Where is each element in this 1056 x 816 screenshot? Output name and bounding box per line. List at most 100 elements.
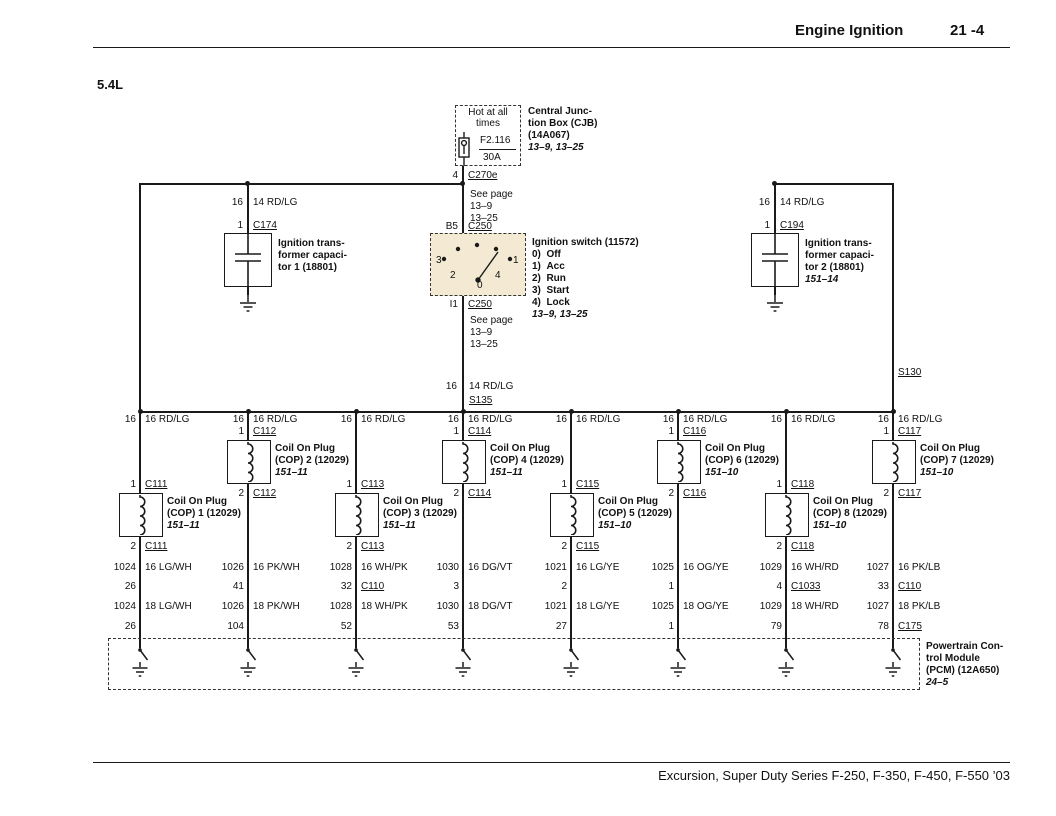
- wire-color-code: 16 LG/YE: [576, 562, 620, 573]
- coil-page-ref: 151–10: [598, 520, 632, 531]
- cap2-name-1: Ignition trans-: [805, 238, 872, 249]
- coil-winding-icon: [562, 495, 580, 536]
- wire-circuit-number: 1021: [544, 562, 567, 573]
- coil-connector-bottom: C118: [791, 541, 815, 552]
- coil-name-line1: Coil On Plug: [167, 496, 227, 507]
- switch-in-pin: B5: [445, 221, 458, 232]
- inline-pin: 32: [340, 581, 352, 592]
- coil-on-plug-box: [765, 493, 809, 537]
- page-number: 21 -4: [950, 22, 985, 39]
- fuse-icon: [455, 132, 473, 166]
- coil-name-line1: Coil On Plug: [705, 443, 765, 454]
- branch-circuit-number: 16: [340, 414, 352, 425]
- pcm-pin: 52: [340, 621, 352, 632]
- coil-winding-icon: [669, 442, 687, 483]
- dial-position-2: 2: [450, 270, 456, 281]
- engine-variant-label: 5.4L: [97, 77, 124, 92]
- coil-connector-top: C114: [468, 426, 492, 437]
- cap2-ground-wire: [774, 287, 776, 295]
- inline-pin: 3: [453, 581, 459, 592]
- coil-connector-top: C118: [791, 479, 815, 490]
- wire-color-code: 16 LG/WH: [145, 562, 192, 573]
- pcm-name-2: trol Module: [926, 653, 980, 664]
- junction-dot: [891, 409, 896, 414]
- coil-connector-top: C117: [898, 426, 922, 437]
- junction-dot: [772, 181, 777, 186]
- wire-circuit-number-2: 1029: [759, 601, 782, 612]
- pcm-driver-ground-icon: [667, 644, 689, 688]
- coil-name-line2: (COP) 4 (12029): [490, 455, 564, 466]
- capacitor2-wire: [774, 183, 776, 234]
- coil-name-line2: (COP) 2 (12029): [275, 455, 349, 466]
- coil-on-plug-box: [442, 440, 486, 484]
- branch-wire-color: 16 RD/LG: [468, 414, 513, 425]
- inline-pin: 26: [124, 581, 136, 592]
- coil-connector-bottom: C111: [145, 541, 168, 552]
- connector-c250-bottom: C250: [468, 299, 492, 310]
- inline-pin: 2: [561, 581, 567, 592]
- coil-on-plug-box: [657, 440, 701, 484]
- footer-model-line: Excursion, Super Duty Series F-250, F-35…: [658, 768, 1010, 783]
- see-page-ref-2b: 13–25: [470, 339, 498, 350]
- ground-icon: [238, 295, 258, 313]
- see-page-ref-1a: 13–9: [470, 201, 493, 212]
- coil-on-plug-box: [550, 493, 594, 537]
- wire-color-code-2: 18 LG/WH: [145, 601, 192, 612]
- pcm-driver-ground-icon: [452, 644, 474, 688]
- branch-circuit-number: 16: [124, 414, 136, 425]
- branch-wire-color: 16 RD/LG: [361, 414, 406, 425]
- junction-dot: [460, 181, 465, 186]
- cjb-label-2: tion Box (CJB): [528, 118, 598, 129]
- header-rule: [93, 47, 1010, 48]
- see-page-ref-1b: 13–25: [470, 213, 498, 224]
- branch-wire-color: 16 RD/LG: [791, 414, 836, 425]
- coil-pin-top: 1: [668, 426, 674, 437]
- coil-pin-bottom: 2: [130, 541, 136, 552]
- inline-connector: C110: [361, 581, 385, 592]
- hot-at-all-times-box: [455, 105, 521, 166]
- wire-color-code-2: 18 OG/YE: [683, 601, 729, 612]
- coil-page-ref: 151–11: [490, 467, 523, 478]
- coil-name-line1: Coil On Plug: [920, 443, 980, 454]
- dial-position-3: 3: [436, 255, 442, 266]
- coil-connector-top: C116: [683, 426, 707, 437]
- coil-name-line2: (COP) 1 (12029): [167, 508, 241, 519]
- wire-circuit-number-2: 1026: [221, 601, 244, 612]
- coil-name-line2: (COP) 8 (12029): [813, 508, 887, 519]
- cap2-name-3: tor 2 (18801): [805, 262, 864, 273]
- capacitor1-feed-wire: [139, 183, 464, 185]
- hot-label-1: Hot at all: [468, 107, 508, 118]
- coil-winding-icon: [239, 442, 257, 483]
- coil-name-line2: (COP) 6 (12029): [705, 455, 779, 466]
- coil-connector-bottom: C112: [253, 488, 277, 499]
- coil-connector-bottom: C116: [683, 488, 707, 499]
- cap2-name-2: former capaci-: [805, 250, 874, 261]
- capacitor-icon: [751, 233, 799, 287]
- pcm-page-ref: 24–5: [926, 677, 949, 688]
- cap1-name-3: tor 1 (18801): [278, 262, 337, 273]
- wire-circuit-number: 1027: [866, 562, 889, 573]
- coil-winding-icon: [131, 495, 149, 536]
- ground-icon: [765, 295, 785, 313]
- coil-page-ref: 151–10: [705, 467, 739, 478]
- junction-dot: [461, 409, 466, 414]
- cap2-pin: 1: [764, 220, 770, 231]
- coil-name-line1: Coil On Plug: [598, 496, 658, 507]
- switch-pos-acc: 1) Acc: [532, 261, 565, 272]
- pcm-driver-ground-icon: [237, 644, 259, 688]
- wire-color-code: 16 WH/PK: [361, 562, 408, 573]
- coil-page-ref: 151–10: [813, 520, 847, 531]
- inline-pin: 1: [668, 581, 674, 592]
- pcm-driver-ground-icon: [775, 644, 797, 688]
- feed-wire: [462, 166, 464, 234]
- cap1-circuit: 16: [231, 197, 243, 208]
- coil-name-line1: Coil On Plug: [383, 496, 443, 507]
- coil-pin-bottom: 2: [238, 488, 244, 499]
- coil-on-plug-box: [227, 440, 271, 484]
- cap1-ground-wire: [247, 287, 249, 295]
- coil-connector-top: C112: [253, 426, 277, 437]
- pcm-driver-ground-icon: [560, 644, 582, 688]
- coil-name-line1: Coil On Plug: [275, 443, 335, 454]
- branch-wire-color: 16 RD/LG: [576, 414, 621, 425]
- coil-connector-top: C111: [145, 479, 168, 490]
